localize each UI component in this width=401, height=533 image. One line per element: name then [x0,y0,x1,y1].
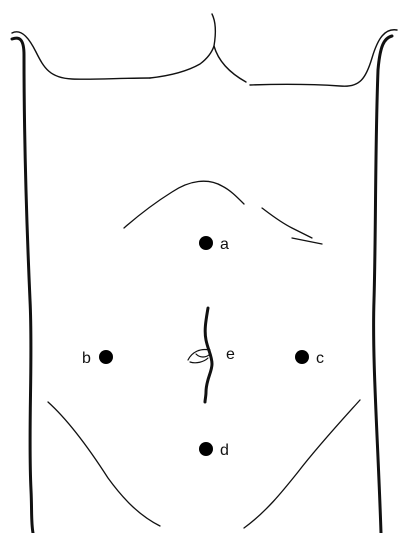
marker-labels: a b c d e [82,236,324,459]
right-rib-line [262,208,312,238]
ribcage-arch [124,181,244,228]
marker-dots [99,236,309,456]
left-groin-line [48,402,160,526]
marker-b-label: b [82,350,91,367]
left-arm-outline [12,38,33,533]
umbilicus-outline [188,349,210,362]
right-arm-outline [374,36,392,533]
right-groin-line [244,400,360,528]
marker-b-dot [99,350,113,364]
left-chest-line [150,46,214,78]
marker-a-label: a [220,236,229,253]
marker-e-label: e [226,346,235,363]
marker-d-label: d [220,442,229,459]
marker-d-dot [199,442,213,456]
left-shoulder-outline [12,32,150,79]
sternum-line [212,14,246,82]
marker-c-label: c [316,350,324,367]
right-rib-tail [292,238,322,244]
marker-c-dot [295,350,309,364]
right-shoulder-outline [250,30,397,87]
marker-a-dot [199,236,213,250]
